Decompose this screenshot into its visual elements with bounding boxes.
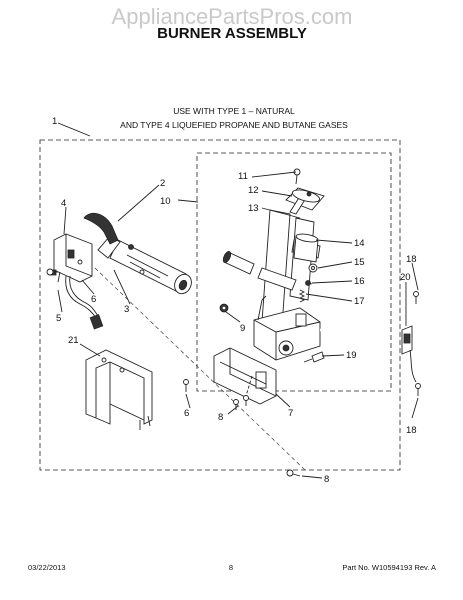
callout-9: 9 <box>240 323 245 334</box>
screw-19 <box>303 351 325 363</box>
callout-8-bottom: 8 <box>324 474 329 485</box>
subassembly-boundary <box>196 152 392 392</box>
footer-part-number: Part No. W10594193 Rev. A <box>342 563 436 572</box>
orifice-tube <box>222 251 255 275</box>
callout-15: 15 <box>354 257 365 268</box>
nut-15 <box>308 263 318 273</box>
callout-1: 1 <box>52 116 57 127</box>
callout-8-center: 8 <box>218 412 223 423</box>
callout-5: 5 <box>56 313 61 324</box>
callout-20: 20 <box>400 272 411 283</box>
callout-16: 16 <box>354 276 365 287</box>
callout-7: 7 <box>288 408 293 419</box>
flame-sensor <box>401 291 421 396</box>
callout-12: 12 <box>248 185 259 196</box>
callout-14: 14 <box>354 238 365 249</box>
igniter-bracket <box>53 233 93 283</box>
screw-8-bottom <box>286 469 301 477</box>
footer-page: 8 <box>229 563 233 572</box>
page-title: BURNER ASSEMBLY <box>157 25 307 42</box>
callout-4: 4 <box>61 198 66 209</box>
assembly-boundary <box>39 139 401 471</box>
screw-6-center <box>183 379 189 392</box>
callout-10: 10 <box>160 196 171 207</box>
screws-8-center <box>233 375 253 410</box>
callout-11: 11 <box>238 171 248 182</box>
burner-bracket <box>85 349 153 430</box>
footer-date: 03/22/2013 <box>28 563 66 572</box>
callout-19: 19 <box>346 350 357 361</box>
callout-3: 3 <box>124 304 129 315</box>
valve-bracket <box>213 347 277 405</box>
valve-coil <box>293 233 319 263</box>
screw-16 <box>305 280 313 286</box>
usage-note-line2: AND TYPE 4 LIQUEFIED PROPANE AND BUTANE … <box>120 120 348 130</box>
callouts: 1 2 10 4 6 3 5 21 11 12 13 14 15 16 17 9… <box>52 116 417 485</box>
screw-11 <box>293 168 301 185</box>
leader-lines <box>57 122 419 479</box>
burner-tube <box>97 235 192 295</box>
callout-13: 13 <box>248 203 259 214</box>
spring-17 <box>298 289 306 303</box>
callout-17: 17 <box>354 296 365 307</box>
screw-6-left <box>46 268 58 276</box>
flame-spreader <box>83 212 119 245</box>
watermark: AppliancePartsPros.com <box>112 4 353 29</box>
callout-2: 2 <box>160 178 165 189</box>
callout-18-top: 18 <box>406 254 417 265</box>
callout-6-left: 6 <box>91 294 96 305</box>
nut-9 <box>219 303 229 313</box>
callout-6-center: 6 <box>184 408 189 419</box>
callout-18-bottom: 18 <box>406 425 417 436</box>
callout-21: 21 <box>68 335 79 346</box>
connector-tube <box>257 267 297 291</box>
usage-note-line1: USE WITH TYPE 1 – NATURAL <box>173 106 295 116</box>
